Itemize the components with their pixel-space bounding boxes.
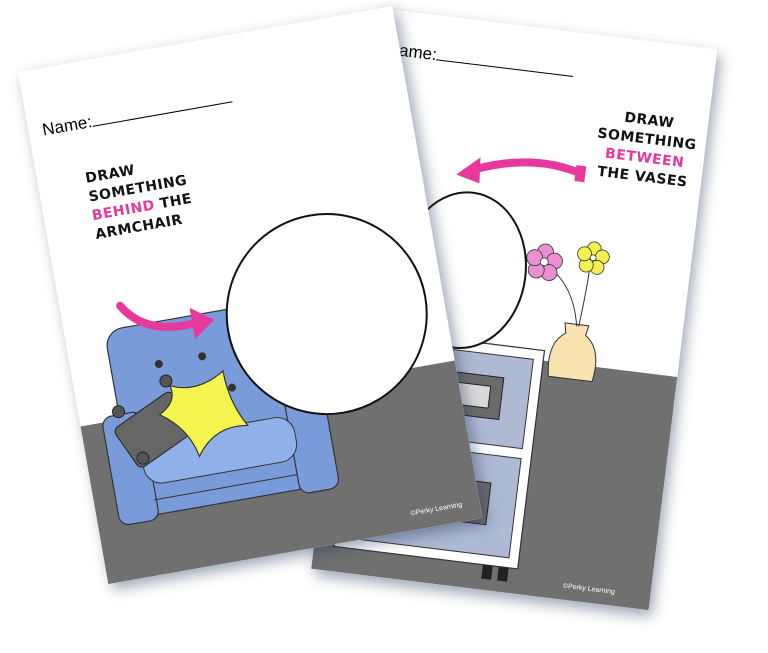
flower-pink	[526, 243, 563, 281]
flower-yellow	[577, 241, 610, 275]
drawing-circle[interactable]	[211, 198, 443, 430]
prompt-text: DRAW SOMETHING BETWEEN THE VASES	[596, 109, 698, 191]
arrow-left-icon	[456, 157, 587, 184]
worksheet-behind-armchair: Name: DRAW SOMETHING BEHIND THE ARMCHAIR…	[18, 6, 483, 585]
yellow-pillow	[158, 369, 250, 458]
arrow-curve-icon	[116, 301, 214, 340]
vase	[545, 260, 597, 383]
worksheet-illustration	[80, 198, 483, 585]
